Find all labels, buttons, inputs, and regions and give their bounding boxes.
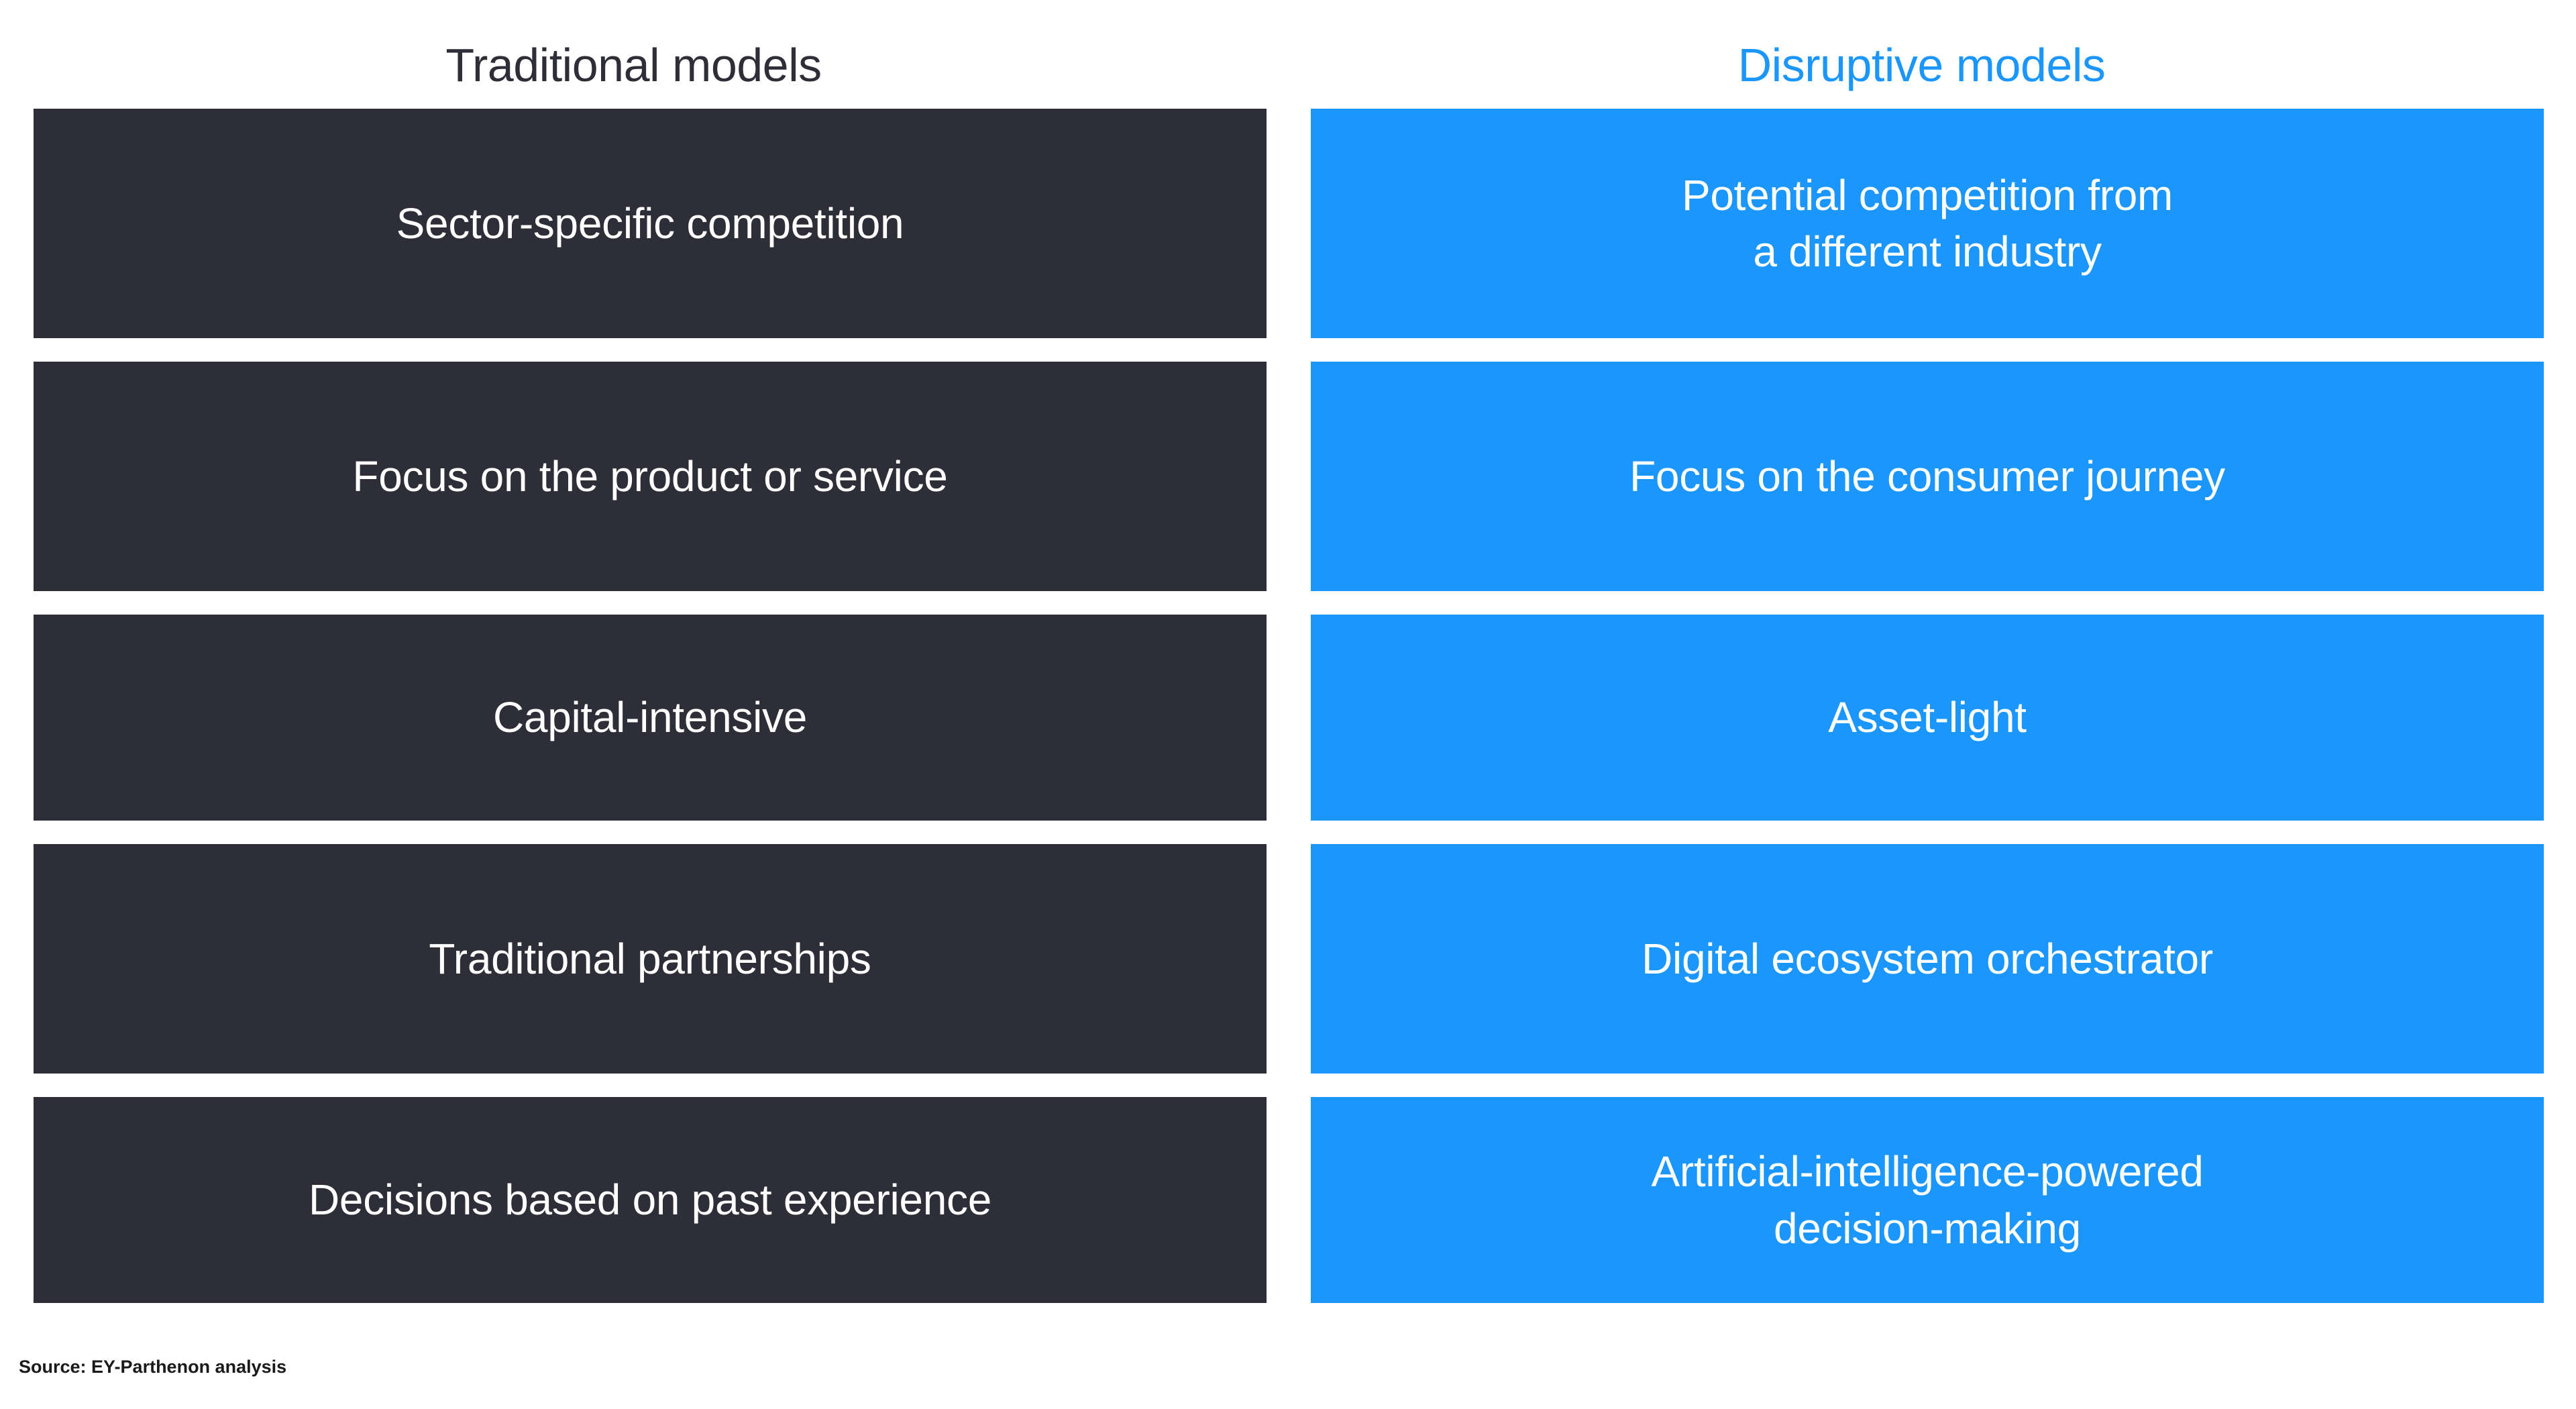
disruptive-cell-3: Asset-light <box>1311 615 2544 821</box>
traditional-cell-3-text: Capital-intensive <box>492 693 808 742</box>
traditional-cell-3: Capital-intensive <box>34 615 1267 821</box>
table-row: Sector-specific competition Potential co… <box>34 109 2544 338</box>
table-row: Capital-intensive Asset-light <box>34 615 2544 821</box>
traditional-cell-2: Focus on the product or service <box>34 362 1267 591</box>
header-cell-traditional: Traditional models <box>0 28 1267 102</box>
traditional-models-title: Traditional models <box>445 39 822 91</box>
disruptive-cell-4: Digital ecosystem orchestrator <box>1311 844 2544 1074</box>
disruptive-cell-2-text: Focus on the consumer journey <box>1629 452 2225 501</box>
traditional-cell-5: Decisions based on past experience <box>34 1097 1267 1303</box>
traditional-cell-4: Traditional partnerships <box>34 844 1267 1074</box>
table-row: Decisions based on past experience Artif… <box>34 1097 2544 1303</box>
traditional-cell-5-text: Decisions based on past experience <box>309 1176 991 1224</box>
disruptive-cell-4-text: Digital ecosystem orchestrator <box>1642 934 2213 983</box>
source-note: Source: EY-Parthenon analysis <box>19 1357 287 1377</box>
traditional-cell-4-text: Traditional partnerships <box>429 934 871 983</box>
traditional-cell-1-text: Sector-specific competition <box>396 199 904 248</box>
disruptive-cell-3-text: Asset-light <box>1828 693 2027 742</box>
table-row: Focus on the product or service Focus on… <box>34 362 2544 591</box>
disruptive-models-title: Disruptive models <box>1737 39 2106 91</box>
table-row: Traditional partnerships Digital ecosyst… <box>34 844 2544 1074</box>
header-cell-disruptive: Disruptive models <box>1267 28 2576 102</box>
comparison-rows: Sector-specific competition Potential co… <box>34 109 2544 1303</box>
disruptive-cell-2: Focus on the consumer journey <box>1311 362 2544 591</box>
traditional-cell-1: Sector-specific competition <box>34 109 1267 338</box>
traditional-cell-2-text: Focus on the product or service <box>352 452 948 501</box>
column-headers: Traditional models Disruptive models <box>0 28 2576 102</box>
